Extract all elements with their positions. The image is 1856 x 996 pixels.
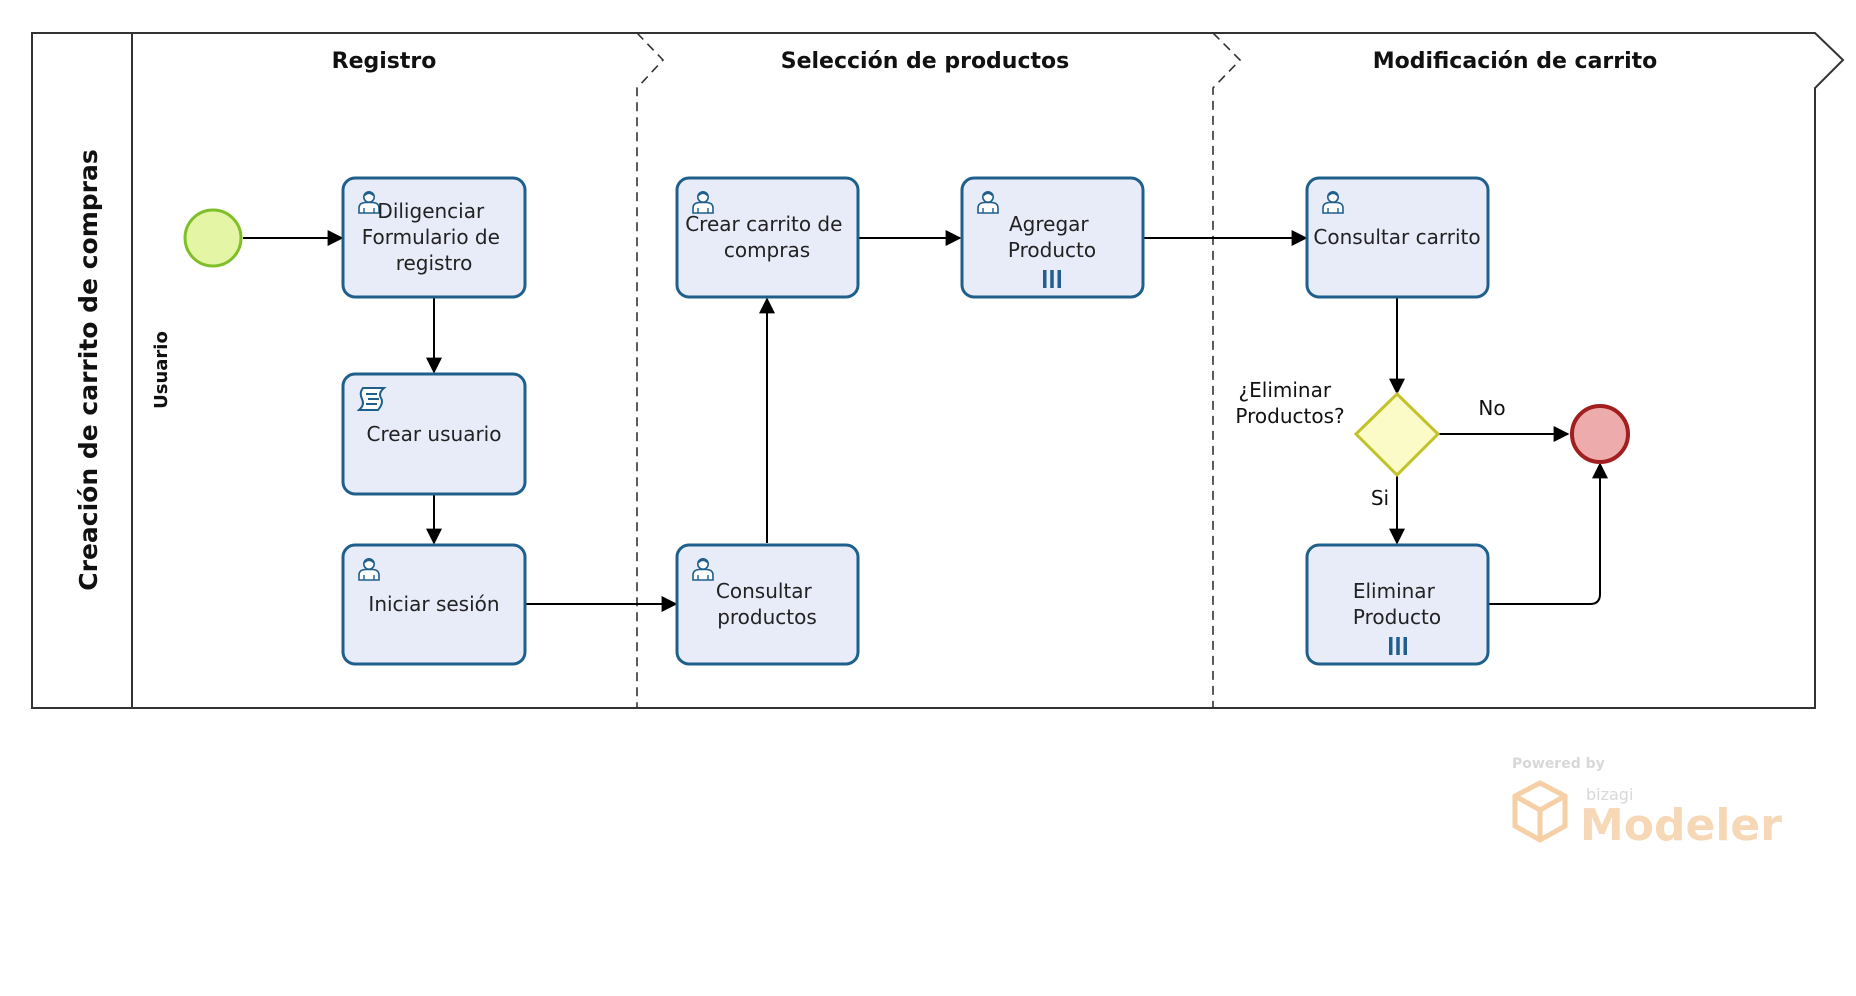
flow-label-si: Si — [1371, 486, 1389, 510]
task-crear-carrito[interactable]: Crear carrito de compras — [675, 176, 860, 299]
phase-title-seleccion: Selección de productos — [781, 49, 1070, 74]
task-label-line: Agregar — [1009, 212, 1089, 236]
gateway-question: ¿Eliminar Productos? — [1235, 378, 1344, 428]
svg-text:Consultar productos: Consultar productos — [716, 579, 818, 629]
start-event[interactable] — [183, 208, 243, 268]
task-label-line: Eliminar — [1353, 579, 1436, 603]
flow-label-no: No — [1478, 396, 1505, 420]
phase-title-modificacion: Modificación de carrito — [1373, 49, 1658, 74]
svg-text:Crear carrito de compras: Crear carrito de compras — [685, 212, 849, 262]
bizagi-watermark: Powered by bizagi Modeler — [1512, 756, 1782, 851]
task-agregar-producto[interactable]: Agregar Producto — [960, 176, 1145, 299]
pool-border — [31, 32, 1845, 709]
phase-separator-1 — [636, 32, 665, 708]
task-label-line: Consultar carrito — [1313, 225, 1480, 249]
task-label-line: Producto — [1008, 238, 1096, 262]
sequence-flows — [243, 230, 1608, 612]
task-label-line: productos — [717, 605, 817, 629]
pool-title: Creación de carrito de compras — [74, 149, 103, 590]
watermark-bizagi: bizagi — [1586, 785, 1633, 804]
svg-text:Crear usuario: Crear usuario — [367, 422, 502, 446]
task-consultar-productos[interactable]: Consultar productos — [675, 543, 860, 666]
task-label-line: Crear usuario — [367, 422, 502, 446]
task-eliminar-producto[interactable]: Eliminar Producto — [1305, 543, 1490, 666]
script-icon — [358, 387, 385, 411]
svg-text:Eliminar Producto: Eliminar Producto — [1353, 579, 1441, 629]
task-label-line: registro — [396, 251, 473, 275]
phase-separator-2 — [1212, 32, 1242, 708]
task-label-line: Formulario de — [362, 225, 500, 249]
phase-title-registro: Registro — [332, 49, 437, 74]
task-consultar-carrito[interactable]: Consultar carrito — [1305, 176, 1490, 299]
lane-title: Usuario — [151, 331, 172, 409]
svg-text:Consultar carrito: Consultar carrito — [1313, 225, 1480, 249]
task-label-line: Iniciar sesión — [368, 592, 499, 616]
bizagi-logo-icon — [1512, 780, 1568, 843]
svg-text:Agregar Producto: Agregar Producto — [1008, 212, 1096, 262]
watermark-powered-by: Powered by — [1512, 756, 1605, 772]
exclusive-gateway[interactable] — [1353, 391, 1441, 478]
task-label-line: Producto — [1353, 605, 1441, 629]
task-label-line: Crear carrito de — [685, 212, 842, 236]
svg-text:Diligenciar Formulario d: Diligenciar Formulario de registro — [362, 199, 507, 275]
gateway-question-line: Productos? — [1235, 404, 1344, 428]
end-event[interactable] — [1570, 404, 1630, 464]
task-crear-usuario[interactable]: Crear usuario — [341, 372, 527, 496]
gateway-question-line: ¿Eliminar — [1239, 378, 1332, 402]
task-label-line: Diligenciar — [377, 199, 485, 223]
task-label-line: compras — [724, 238, 810, 262]
flow-eliminar-end — [1488, 462, 1608, 605]
parallel-multi-instance-icon — [1389, 637, 1407, 655]
parallel-multi-instance-icon — [1043, 270, 1061, 288]
task-diligenciar-formulario[interactable]: Diligenciar Formulario de registro — [341, 176, 527, 299]
watermark-modeler: Modeler — [1580, 800, 1782, 851]
task-iniciar-sesion[interactable]: Iniciar sesión — [341, 543, 527, 666]
svg-text:Iniciar sesión: Iniciar sesión — [368, 592, 499, 616]
task-label-line: Consultar — [716, 579, 813, 603]
